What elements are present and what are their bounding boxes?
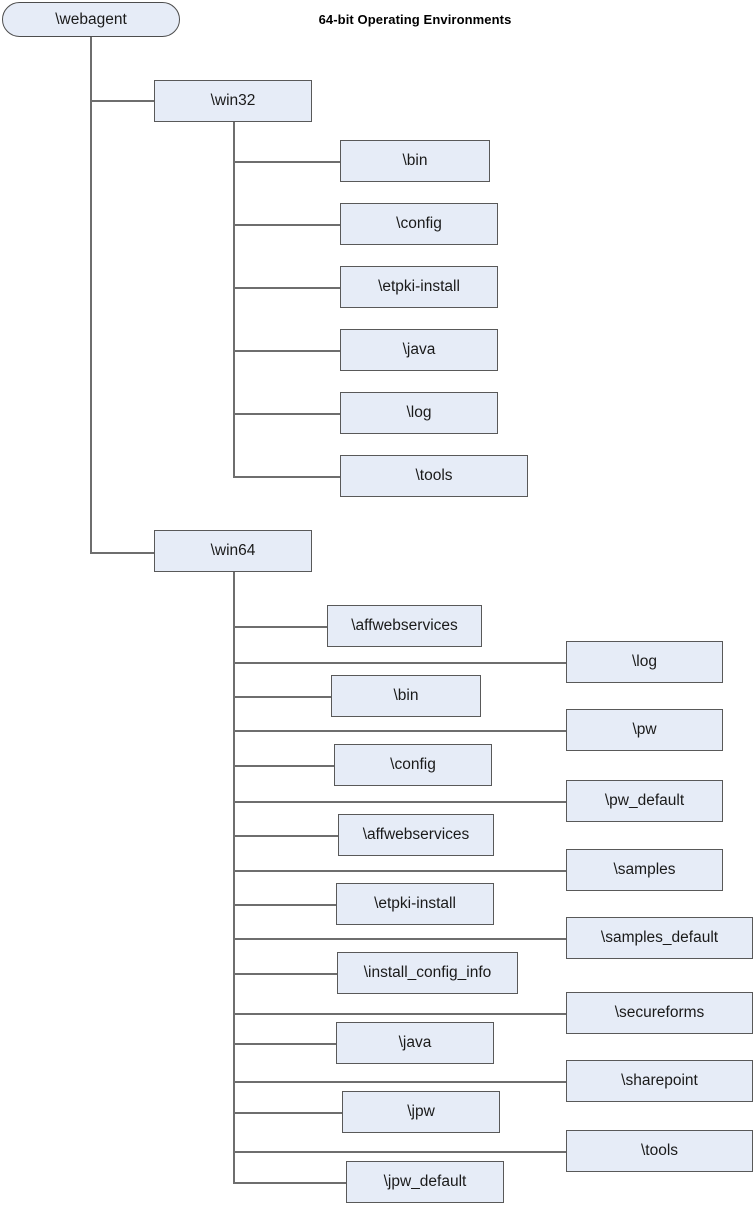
node-win64-sharepoint[interactable]: \sharepoint: [566, 1060, 753, 1102]
connector-win64-child-secureforms: [233, 1013, 567, 1015]
node-win32-config[interactable]: \config: [340, 203, 498, 245]
node-win64-java[interactable]: \java: [336, 1022, 494, 1064]
node-win64-bin[interactable]: \bin: [331, 675, 481, 717]
node-win32-etpki-install[interactable]: \etpki-install: [340, 266, 498, 308]
node-win32-tools[interactable]: \tools: [340, 455, 528, 497]
node-win64[interactable]: \win64: [154, 530, 312, 572]
connector-win64-child-affwebservices-1: [233, 626, 328, 628]
connector-win64-child-config: [233, 765, 334, 767]
diagram-title: 64-bit Operating Environments: [318, 12, 512, 27]
node-win64-jpw[interactable]: \jpw: [342, 1091, 500, 1133]
node-win64-config[interactable]: \config: [334, 744, 492, 786]
node-win64-jpw-default[interactable]: \jpw_default: [346, 1161, 504, 1203]
node-win64-tools[interactable]: \tools: [566, 1130, 753, 1172]
node-win64-log[interactable]: \log: [566, 641, 723, 683]
connector-win64-child-install-config-info: [233, 973, 338, 975]
connector-win64-child-pw-default: [233, 801, 567, 803]
connector-win32-child-3: [233, 287, 341, 289]
connector-win64-child-samples-default: [233, 938, 567, 940]
connector-win64-child-bin: [233, 696, 332, 698]
node-webagent[interactable]: \webagent: [2, 2, 180, 37]
connector-win64-child-samples: [233, 870, 567, 872]
connector-win64-child-jpw: [233, 1112, 343, 1114]
connector-win32-child-5: [233, 413, 341, 415]
node-win32-java[interactable]: \java: [340, 329, 498, 371]
connector-root-trunk: [90, 36, 92, 553]
node-win64-install-config-info[interactable]: \install_config_info: [337, 952, 518, 994]
connector-win64-child-jpw-default: [233, 1182, 347, 1184]
connector-win64-child-sharepoint: [233, 1081, 567, 1083]
connector-win64-trunk: [233, 572, 235, 1183]
node-win64-etpki-install[interactable]: \etpki-install: [336, 883, 494, 925]
connector-win64-child-affwebservices-2: [233, 835, 339, 837]
connector-win64-child-etpki-install: [233, 904, 337, 906]
node-win64-secureforms[interactable]: \secureforms: [566, 992, 753, 1034]
connector-win32-child-4: [233, 350, 341, 352]
connector-win32-child-2: [233, 224, 341, 226]
connector-win64-child-log: [233, 662, 567, 664]
node-win64-affwebservices-2[interactable]: \affwebservices: [338, 814, 494, 856]
connector-win64-child-tools: [233, 1151, 567, 1153]
node-win64-samples-default[interactable]: \samples_default: [566, 917, 753, 959]
connector-win32-trunk: [233, 122, 235, 477]
node-win64-samples[interactable]: \samples: [566, 849, 723, 891]
node-win32-log[interactable]: \log: [340, 392, 498, 434]
node-win32-bin[interactable]: \bin: [340, 140, 490, 182]
connector-root-to-win64: [90, 552, 155, 554]
node-win64-affwebservices-1[interactable]: \affwebservices: [327, 605, 482, 647]
connector-win64-child-java: [233, 1043, 337, 1045]
node-win64-pw-default[interactable]: \pw_default: [566, 780, 723, 822]
node-win32[interactable]: \win32: [154, 80, 312, 122]
connector-win32-child-6: [233, 476, 341, 478]
connector-win64-child-pw: [233, 730, 567, 732]
connector-win32-child-1: [233, 161, 341, 163]
node-win64-pw[interactable]: \pw: [566, 709, 723, 751]
connector-root-to-win32: [90, 100, 155, 102]
